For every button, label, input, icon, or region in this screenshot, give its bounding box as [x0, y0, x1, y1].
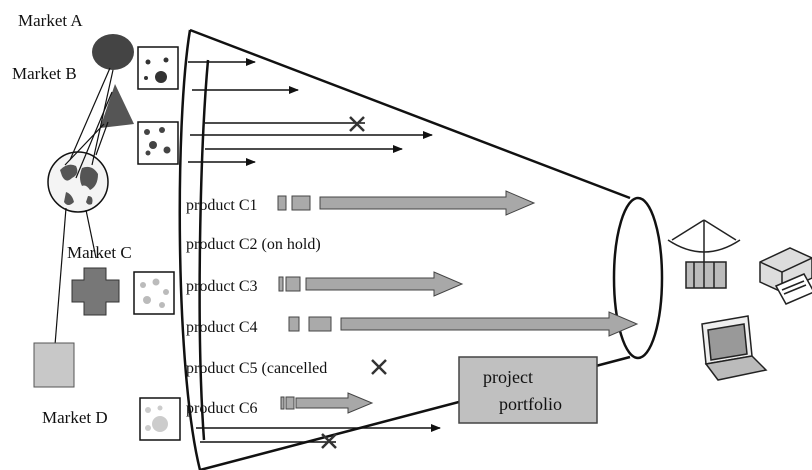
market-c: Market C	[67, 243, 175, 316]
market-b-label: Market B	[12, 64, 77, 83]
product-c3: product C3	[186, 271, 464, 297]
product-label: product C4	[186, 319, 258, 336]
funnel-mouth	[178, 29, 202, 470]
market-a: Market A	[18, 11, 179, 90]
market-b: Market B	[12, 64, 179, 165]
product-label: product C2 (on hold)	[186, 236, 321, 253]
cross-mark-icon	[321, 433, 337, 449]
product-c5: product C5 (cancelled	[186, 360, 327, 377]
progress-arrow	[319, 190, 536, 216]
idea-arrows	[188, 58, 441, 443]
market-b-sample-box	[137, 121, 179, 165]
cross-mark-icon	[349, 116, 365, 132]
market-b-shape	[100, 84, 134, 128]
market-c-label: Market C	[67, 243, 132, 262]
progress-arrow	[340, 311, 639, 337]
market-a-sample-box	[137, 46, 179, 90]
product-label: product C1	[186, 197, 258, 214]
funnel-inner-edge	[198, 59, 210, 441]
satellite-dish-icon	[667, 219, 741, 289]
printer-icon	[759, 247, 812, 305]
product-c4: product C4	[186, 311, 639, 337]
product-c1: product C1	[186, 190, 536, 216]
funnel-outlet	[612, 196, 664, 360]
market-d-shape	[33, 342, 75, 388]
market-a-shape	[92, 34, 134, 70]
market-connections	[54, 67, 114, 346]
portfolio-line-1: project	[483, 367, 533, 387]
product-label: product C3	[186, 278, 258, 295]
product-c6: product C6	[186, 392, 374, 417]
market-c-shape	[71, 267, 120, 316]
market-d: Market D	[33, 342, 181, 441]
progress-arrow	[305, 271, 464, 297]
market-a-label: Market A	[18, 11, 83, 30]
product-label: product C5 (cancelled	[186, 360, 327, 377]
product-c2: product C2 (on hold)	[186, 236, 321, 253]
project-portfolio-box: project portfolio	[458, 356, 598, 424]
portfolio-line-2: portfolio	[499, 394, 562, 414]
cross-mark-icon	[371, 359, 387, 375]
progress-arrow	[295, 392, 374, 414]
product-label: product C6	[186, 400, 258, 417]
globe-icon	[47, 151, 109, 213]
laptop-icon	[701, 315, 768, 381]
funnel-top-edge	[189, 28, 631, 200]
market-d-label: Market D	[42, 408, 108, 427]
